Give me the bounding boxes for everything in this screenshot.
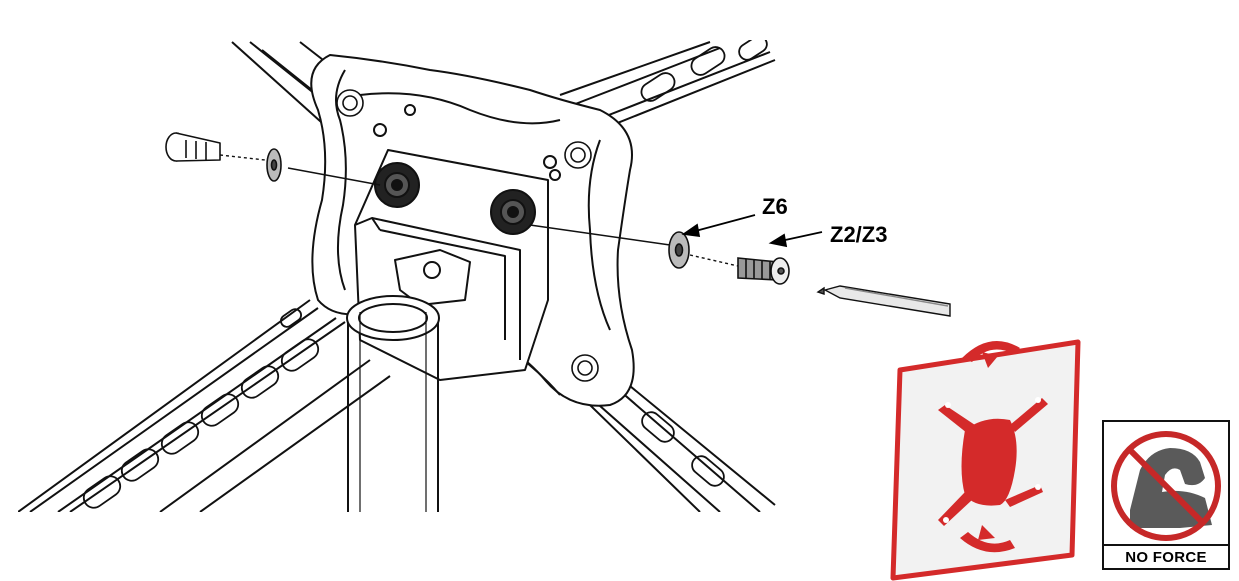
callout-label-washer: Z6: [762, 194, 788, 219]
rotation-arrow-bottom: [960, 525, 1015, 553]
arm-lower-left-slots: [82, 308, 320, 509]
screw-left: [165, 132, 221, 162]
screwdriver: [816, 285, 951, 317]
no-force-label: NO FORCE: [1125, 549, 1207, 566]
callout-arrow-z2z3: [768, 231, 823, 248]
callout-arrow-z6: [681, 214, 756, 238]
assembly-axis: [219, 154, 671, 246]
pivot-knob-left: [374, 162, 420, 208]
rotation-instruction-icon: [890, 339, 1081, 581]
arm-lower-left: [18, 299, 391, 512]
arm-upper-right-slots: [640, 40, 768, 102]
support-pole: [346, 295, 440, 512]
arm-lower-right-slots: [641, 411, 725, 487]
washer-right: [668, 231, 690, 269]
washer-left: [266, 148, 282, 182]
screw-right: [737, 257, 790, 285]
rotation-arrow-top: [962, 340, 1020, 368]
arm-lower-right: [547, 344, 776, 512]
callout-label-screw: Z2/Z3: [830, 222, 888, 247]
rotation-bracket-shape: [938, 397, 1048, 526]
arm-upper-right: [559, 40, 776, 131]
screw-axis-dash: [689, 254, 739, 267]
warning-divider: [1104, 544, 1228, 546]
plate-screw-heads: [336, 89, 599, 382]
pivot-knob-right: [490, 189, 536, 235]
no-force-warning-box: NO FORCE: [1102, 420, 1230, 570]
mounting-bracket-drawing: [18, 40, 776, 512]
